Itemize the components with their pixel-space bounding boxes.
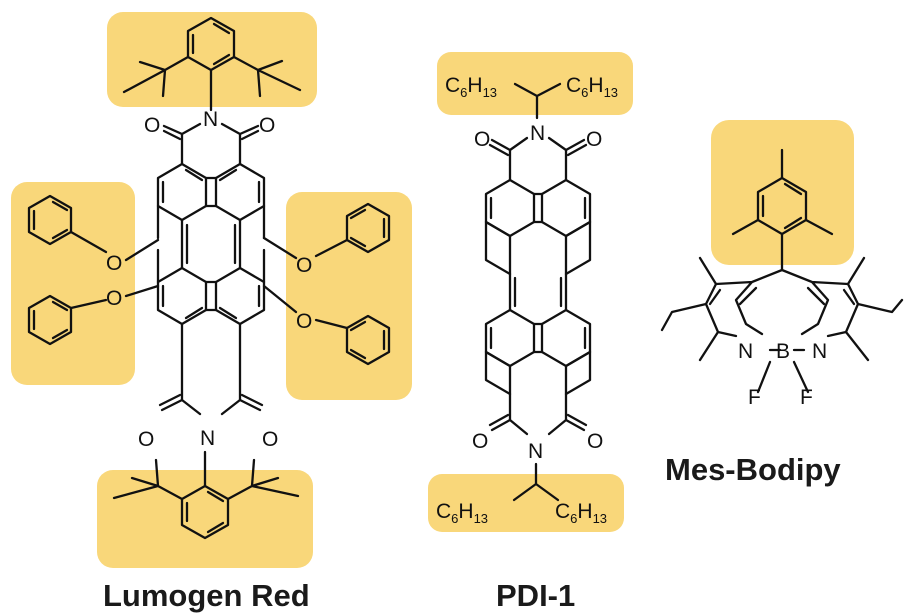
- mes-bodipy-n-right: N: [812, 340, 827, 363]
- lumogen-bottom-diisopropylphenyl: [112, 458, 300, 540]
- pdi-1-bottom-imide-o-right: O: [587, 430, 603, 453]
- mes-bodipy-b: B: [776, 340, 790, 363]
- lumogen-top-imide-o-left: O: [144, 114, 160, 137]
- pdi-1-bottom-imide-n: N: [528, 440, 543, 463]
- lumogen-top-diisopropylphenyl: [122, 16, 302, 112]
- pdi-1-bottom-alkyl: C6H13 C6H13: [436, 500, 607, 526]
- pdi-1-top-alkyl: C6H13 C6H13: [445, 74, 618, 120]
- mes-bodipy-core: N B N F F: [660, 256, 904, 409]
- lumogen-ether-o-3: O: [296, 254, 312, 277]
- mes-bodipy-mesityl-highlight: [711, 120, 854, 265]
- mes-bodipy-structure: N B N F F Mes-Bodipy: [660, 120, 904, 487]
- pdi-1-top-alkyl-highlight: [437, 52, 633, 115]
- lumogen-ether-o-2: O: [106, 287, 122, 310]
- lumogen-phenoxy-right-upper: O: [262, 202, 391, 277]
- mes-bodipy-f-left: F: [748, 386, 761, 409]
- mes-bodipy-f-right: F: [800, 386, 813, 409]
- lumogen-bottom-aryl-highlight: [97, 470, 313, 568]
- lumogen-top-aryl-highlight: [107, 12, 317, 107]
- lumogen-red-structure: N O O: [11, 12, 412, 613]
- pdi-1-top-imide-o-left: O: [474, 128, 490, 151]
- lumogen-phenoxy-left-upper: O: [27, 194, 160, 275]
- lumogen-bottom-imide: N O O: [138, 322, 278, 488]
- lumogen-top-imide-n: N: [203, 108, 218, 131]
- lumogen-bottom-imide-o-left: O: [138, 428, 154, 451]
- lumogen-perylene-core: [156, 162, 266, 326]
- lumogen-bottom-imide-n: N: [200, 427, 215, 450]
- mes-bodipy-mesityl: [731, 148, 834, 272]
- svg-text:C6H13: C6H13: [555, 500, 607, 526]
- pdi-1-top-imide: N O O: [474, 122, 602, 182]
- lumogen-right-phenoxy-highlight: [286, 192, 412, 400]
- pdi-1-perylene-core: [484, 178, 592, 396]
- mes-bodipy-n-left: N: [738, 340, 753, 363]
- pdi-1-bottom-alkyl-highlight: [428, 474, 624, 532]
- pdi-1-caption: PDI-1: [496, 578, 575, 613]
- pdi-1-top-imide-o-right: O: [586, 128, 602, 151]
- pdi-1-structure: C6H13 C6H13 N O O: [428, 52, 633, 613]
- pdi-1-top-imide-n: N: [530, 122, 545, 145]
- svg-text:C6H13: C6H13: [436, 500, 488, 526]
- lumogen-phenoxy-left-lower: O: [27, 284, 160, 346]
- lumogen-top-imide-o-right: O: [259, 114, 275, 137]
- svg-text:C6H13: C6H13: [566, 74, 618, 100]
- lumogen-ether-o-1: O: [106, 252, 122, 275]
- pdi-1-bottom-imide-o-left: O: [472, 430, 488, 453]
- mes-bodipy-caption: Mes-Bodipy: [665, 452, 841, 487]
- lumogen-ether-o-4: O: [296, 310, 312, 333]
- lumogen-phenoxy-right-lower: O: [262, 284, 391, 366]
- lumogen-left-phenoxy-highlight: [11, 182, 135, 385]
- lumogen-top-imide: N O O: [144, 108, 275, 166]
- svg-text:C6H13: C6H13: [445, 74, 497, 100]
- lumogen-bottom-imide-o-right: O: [262, 428, 278, 451]
- pdi-1-bottom-imide: O O N: [472, 392, 603, 502]
- lumogen-red-caption: Lumogen Red: [103, 578, 310, 613]
